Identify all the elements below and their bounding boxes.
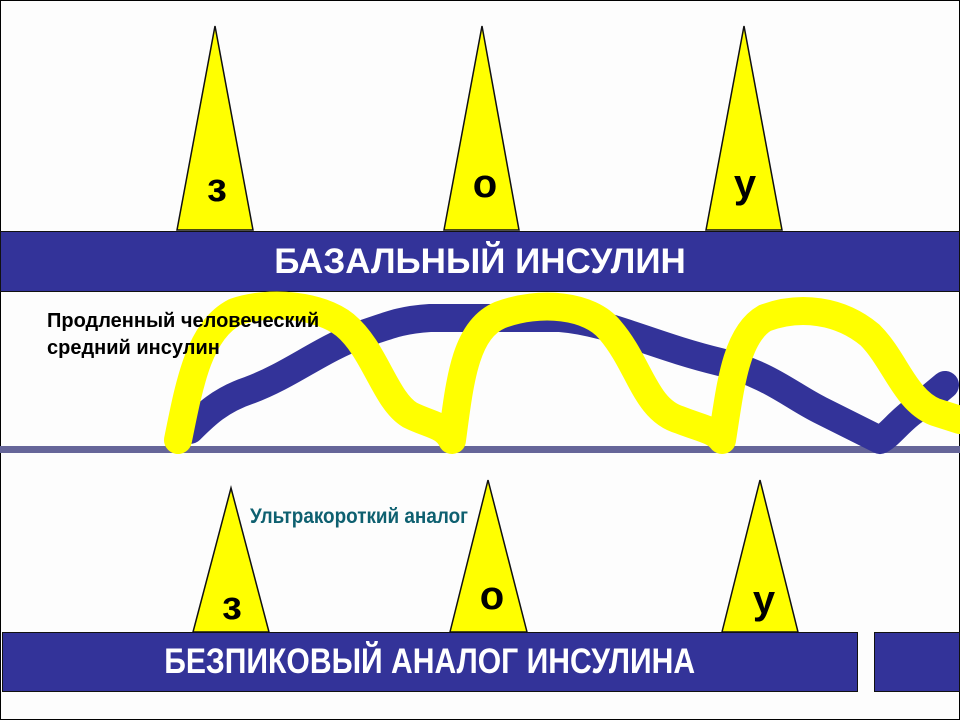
peakless-analog-band-continuation xyxy=(874,632,960,692)
dinner-label-bottom: у xyxy=(752,578,776,622)
time-baseline xyxy=(0,446,960,453)
lunch-label-bottom: о xyxy=(479,574,505,618)
breakfast-label-bottom: з xyxy=(222,584,242,628)
dinner-triangle-top xyxy=(705,25,783,231)
nph-insulin-label: Продленный человеческий средний инсулин xyxy=(47,310,320,359)
basal-insulin-title: БАЗАЛЬНЫЙ ИНСУЛИН xyxy=(274,241,686,281)
basal-insulin-band: БАЗАЛЬНЫЙ ИНСУЛИН xyxy=(0,231,960,292)
dinner-label-top: у xyxy=(733,162,757,206)
lunch-label-top: о xyxy=(472,162,498,206)
ultrashort-analog-label: Ультракороткий аналог xyxy=(250,505,469,528)
lunch-triangle-top xyxy=(443,25,520,231)
breakfast-label-top: з xyxy=(207,166,227,210)
breakfast-triangle-top xyxy=(176,25,254,231)
peakless-analog-title: БЕЗПИКОВЫЙ АНАЛОГ ИНСУЛИНА xyxy=(164,642,696,681)
peakless-analog-band: БЕЗПИКОВЫЙ АНАЛОГ ИНСУЛИНА xyxy=(2,632,858,692)
ultrashort-analog-curve xyxy=(164,291,960,454)
